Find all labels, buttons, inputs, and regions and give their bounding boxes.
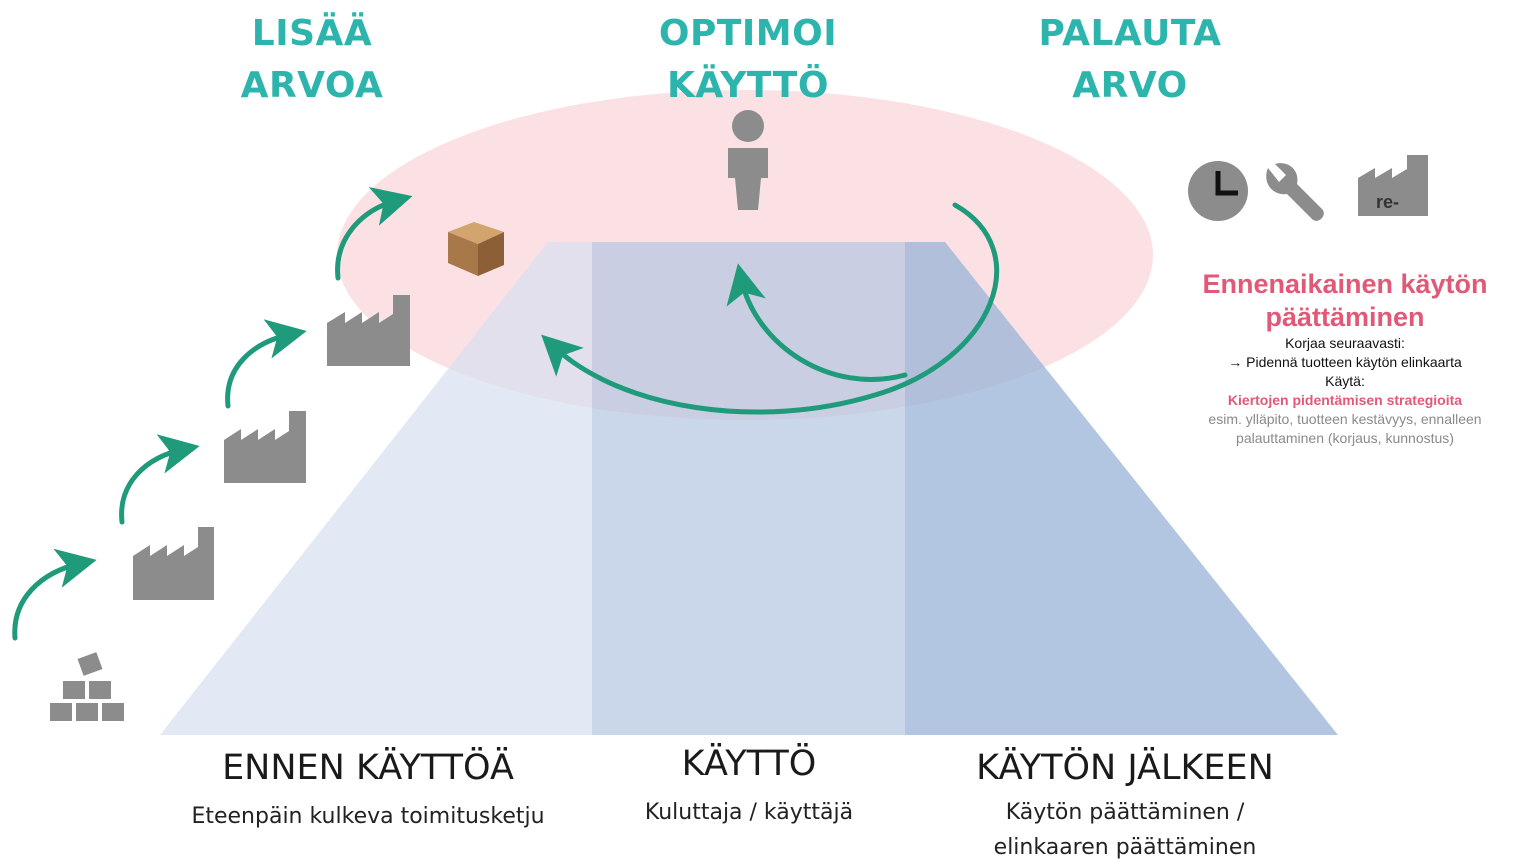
pyramid-center-section (592, 242, 905, 735)
phase-heading-line2: ARVO (1072, 65, 1188, 106)
person-icon (728, 110, 768, 210)
phase-title-after-use: KÄYTÖN JÄLKEEN (976, 748, 1274, 788)
arrow-step-4 (335, 187, 413, 281)
phase-heading-optimize-use: OPTIMOI KÄYTTÖ (628, 8, 868, 112)
value-adding-arrows (12, 187, 413, 641)
arrow-step-1 (12, 548, 97, 641)
note-title-line2: päättäminen (1265, 302, 1425, 332)
phase-title-use: KÄYTTÖ (681, 744, 817, 784)
note-use-label: Käytä: (1325, 373, 1365, 389)
phase-heading-add-value: LISÄÄ ARVOA (212, 8, 412, 112)
factory-icon (327, 295, 410, 366)
phase-heading-line2: ARVOA (240, 65, 384, 106)
factory-icon (224, 411, 306, 483)
note-title: Ennenaikainen käytön (1202, 269, 1488, 299)
factory-icon (133, 527, 214, 600)
arrow-return-large (541, 202, 1000, 415)
phase-subtitle-after-use: Käytön päättäminen / (1005, 800, 1245, 825)
note-examples-line2: palauttaminen (korjaus, kunnostus) (1236, 430, 1454, 446)
raw-materials-icon (50, 652, 124, 721)
phase-heading-line1: PALAUTA (1038, 13, 1222, 54)
box-icon (448, 222, 504, 276)
wrench-icon (1266, 163, 1324, 221)
phase-heading-line2: KÄYTTÖ (667, 65, 829, 106)
premature-end-of-use-note: Ennenaikainen käytön päättäminen Korjaa … (1170, 268, 1520, 448)
phase-subtitle-use: Kuluttaja / käyttäjä (644, 800, 854, 825)
note-fix-label: Korjaa seuraavasti: (1285, 335, 1405, 351)
pyramid-left-section (160, 242, 592, 735)
phase-heading-line1: LISÄÄ (251, 13, 373, 54)
arrow-step-2 (119, 434, 200, 525)
arrow-step-3 (225, 319, 307, 409)
remanufacture-icon: re- (1358, 155, 1428, 216)
phase-heading-line1: OPTIMOI (658, 13, 838, 54)
re-label: re- (1376, 192, 1399, 212)
arrow-return-small (726, 263, 908, 382)
note-examples: esim. ylläpito, tuotteen kestävyys, enna… (1208, 411, 1482, 427)
phase-subtitle-after-use-line2: elinkaaren päättäminen (993, 835, 1257, 860)
note-fix-action: → Pidennä tuotteen käytön elinkaarta (1228, 354, 1462, 370)
pyramid-right-section (905, 242, 1338, 735)
clock-icon (1188, 161, 1248, 221)
phase-heading-restore-value: PALAUTA ARVO (1010, 8, 1250, 112)
note-strategy-highlight: Kiertojen pidentämisen strategioita (1227, 392, 1463, 408)
phase-subtitle-before-use: Eteenpäin kulkeva toimitusketju (191, 804, 545, 829)
phase-title-before-use: ENNEN KÄYTTÖÄ (222, 748, 514, 788)
return-arrows (541, 202, 1000, 415)
